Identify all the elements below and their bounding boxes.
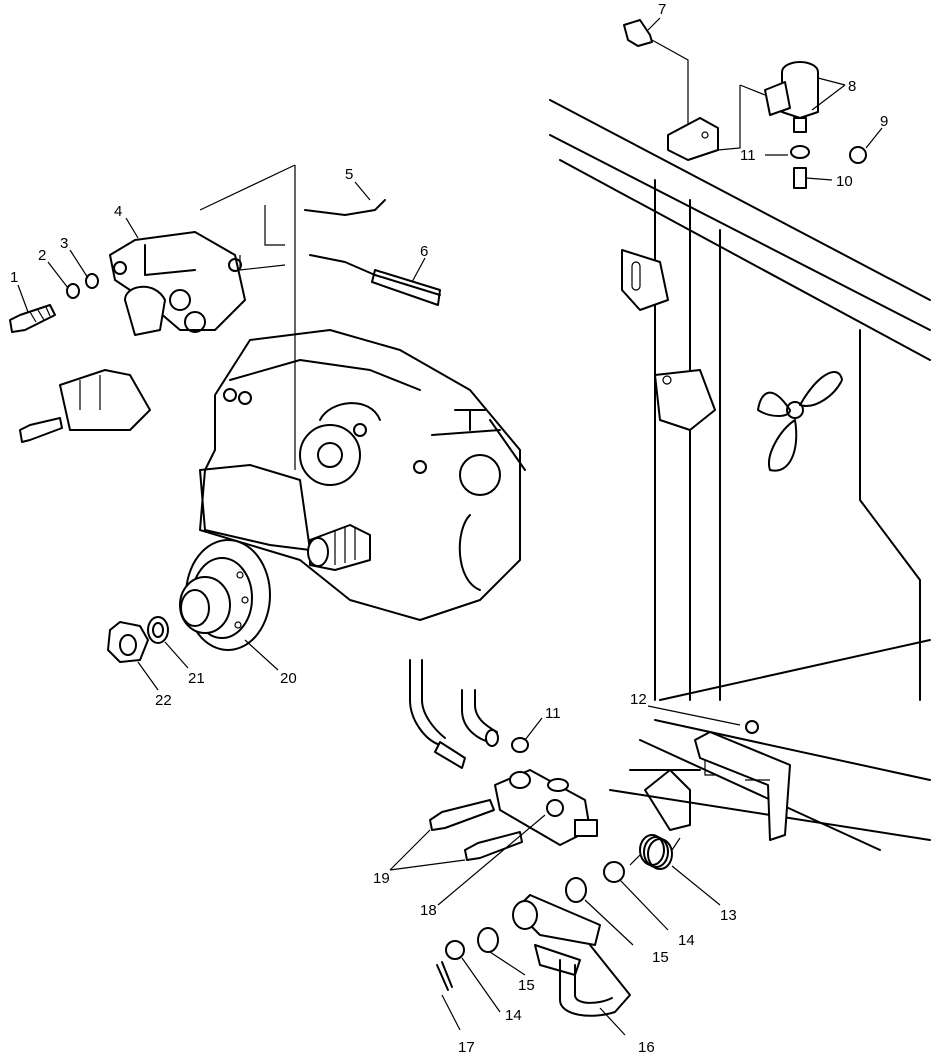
clamp-11-lower xyxy=(511,737,529,753)
callout-5: 5 xyxy=(345,166,353,183)
callout-18: 18 xyxy=(420,902,437,919)
washer xyxy=(147,616,169,644)
callout-13: 13 xyxy=(720,907,737,924)
callout-6: 6 xyxy=(420,243,428,260)
caliper-bolt xyxy=(9,304,56,333)
hose-bend xyxy=(461,689,499,747)
callout-labels: 1 2 3 4 5 6 7 8 9 10 11 11 12 13 14 14 1… xyxy=(10,1,888,1054)
return-spring xyxy=(629,834,681,870)
washer-14-lower xyxy=(445,940,465,960)
callout-15-upper: 15 xyxy=(652,949,669,966)
callout-20: 20 xyxy=(280,670,297,687)
callout-8: 8 xyxy=(848,78,856,95)
frame-bracket-upper xyxy=(621,249,669,311)
bolt-19-lower xyxy=(464,831,523,861)
callout-16: 16 xyxy=(638,1039,655,1054)
callout-22: 22 xyxy=(155,692,172,709)
callout-9: 9 xyxy=(880,113,888,130)
washer-14-upper xyxy=(603,861,625,883)
engine-housing xyxy=(199,329,526,621)
brake-cable xyxy=(409,659,466,769)
splined-shaft xyxy=(307,524,371,571)
brake-pad-bracket xyxy=(59,369,151,431)
flat-washer xyxy=(85,273,99,289)
pin-10 xyxy=(793,167,807,189)
bushing-15-lower xyxy=(477,927,499,953)
brake-lever-body xyxy=(494,769,598,846)
leader-lines xyxy=(17,17,883,1036)
fan-blade xyxy=(757,371,843,472)
callout-2: 2 xyxy=(38,247,46,264)
callout-10: 10 xyxy=(836,173,853,190)
callout-11-lower: 11 xyxy=(545,705,561,722)
callout-21: 21 xyxy=(188,670,205,687)
callout-4: 4 xyxy=(114,203,122,220)
callout-11-upper: 11 xyxy=(740,147,756,164)
callout-14-upper: 14 xyxy=(678,932,695,949)
callout-19: 19 xyxy=(373,870,390,887)
parking-brake-handle xyxy=(512,894,631,1017)
bushing-15-upper xyxy=(565,877,587,903)
lock-washer xyxy=(66,283,80,299)
brake-disc xyxy=(179,539,271,651)
brake-line xyxy=(199,164,441,470)
mounting-bolt xyxy=(623,19,653,47)
callout-3: 3 xyxy=(60,235,68,252)
vehicle-frame xyxy=(549,99,931,851)
frame-bracket-lower xyxy=(654,369,716,431)
mount-bracket-12 xyxy=(694,720,791,841)
callout-7: 7 xyxy=(658,1,666,18)
mount-plate xyxy=(667,117,719,161)
callout-17: 17 xyxy=(458,1039,475,1054)
bracket-bolt xyxy=(19,417,63,443)
nut-9 xyxy=(849,146,867,164)
callout-1: 1 xyxy=(10,269,18,286)
brake-caliper xyxy=(109,231,246,336)
callout-15-lower: 15 xyxy=(518,977,535,994)
washer-11-top xyxy=(790,145,810,159)
cotter-pin xyxy=(436,961,453,991)
callout-12: 12 xyxy=(630,691,647,708)
reservoir xyxy=(764,61,819,133)
callout-14-lower: 14 xyxy=(505,1007,522,1024)
hex-nut xyxy=(107,621,149,663)
bolt-19-upper xyxy=(429,799,495,831)
